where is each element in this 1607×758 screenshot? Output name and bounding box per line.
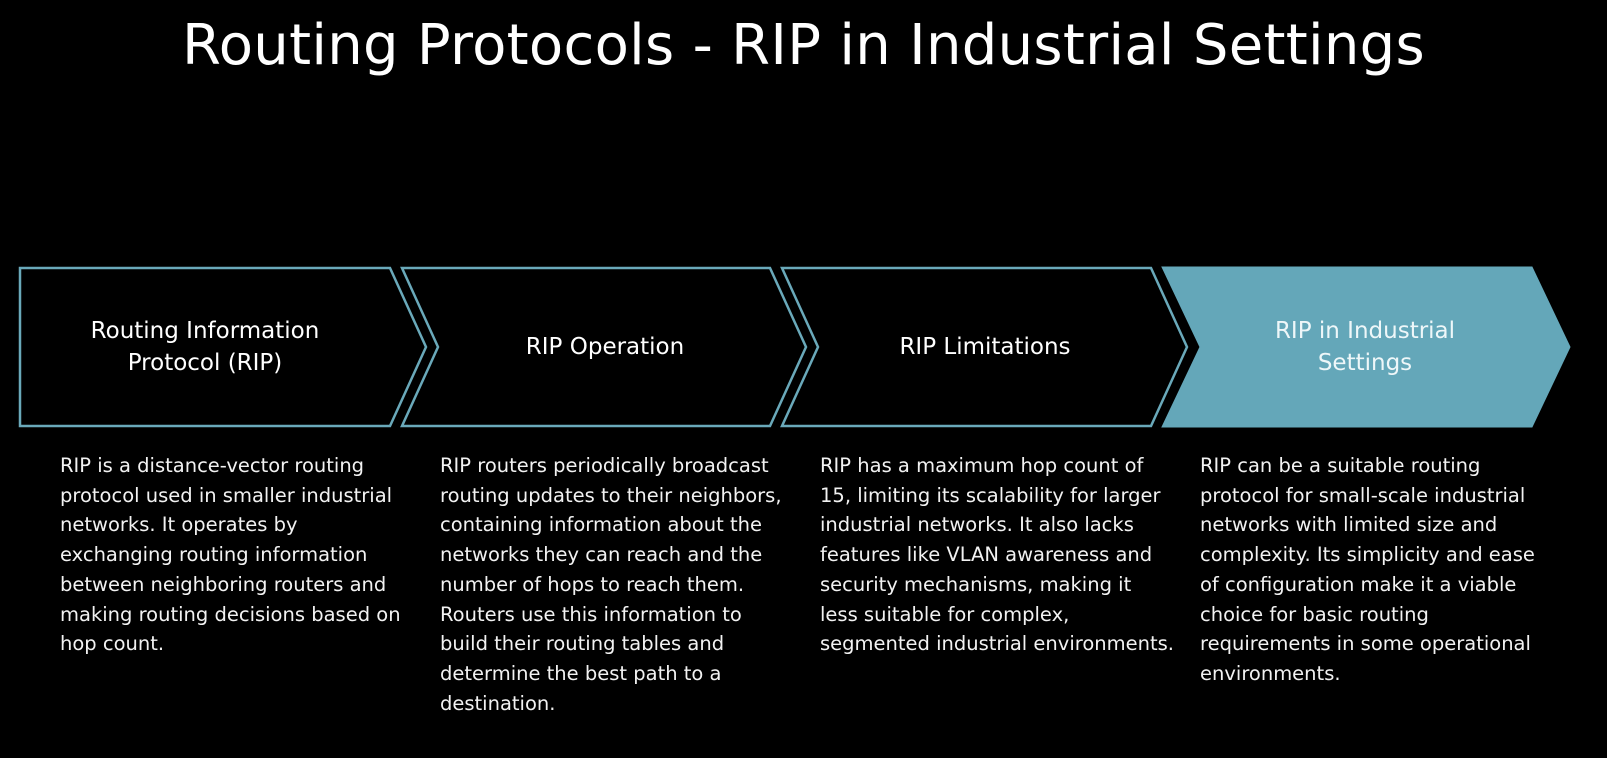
step-2-label: RIP Operation	[525, 334, 685, 360]
step-3-label: RIP Limitations	[899, 334, 1071, 360]
step-4-description: RIP can be a suitable routing protocol f…	[1200, 454, 1535, 685]
step-3-chevron	[780, 266, 1189, 428]
step-3-description: RIP has a maximum hop count of 15, limit…	[820, 454, 1174, 656]
step-1-label: Routing Information Protocol (RIP)	[90, 318, 320, 376]
step-1-chevron	[18, 266, 428, 428]
step-4-chevron	[1161, 266, 1571, 428]
step-1-description: RIP is a distance-vector routing protoco…	[60, 454, 401, 656]
process-flow: Routing Information Protocol (RIP) RIP O…	[0, 262, 1607, 432]
step-2-description: RIP routers periodically broadcast routi…	[440, 454, 782, 715]
step-2-chevron	[400, 266, 808, 428]
slide-title: Routing Protocols - RIP in Industrial Se…	[182, 13, 1425, 78]
step-4-label: RIP in Industrial Settings	[1274, 318, 1456, 376]
chevron-shapes	[18, 266, 1571, 428]
